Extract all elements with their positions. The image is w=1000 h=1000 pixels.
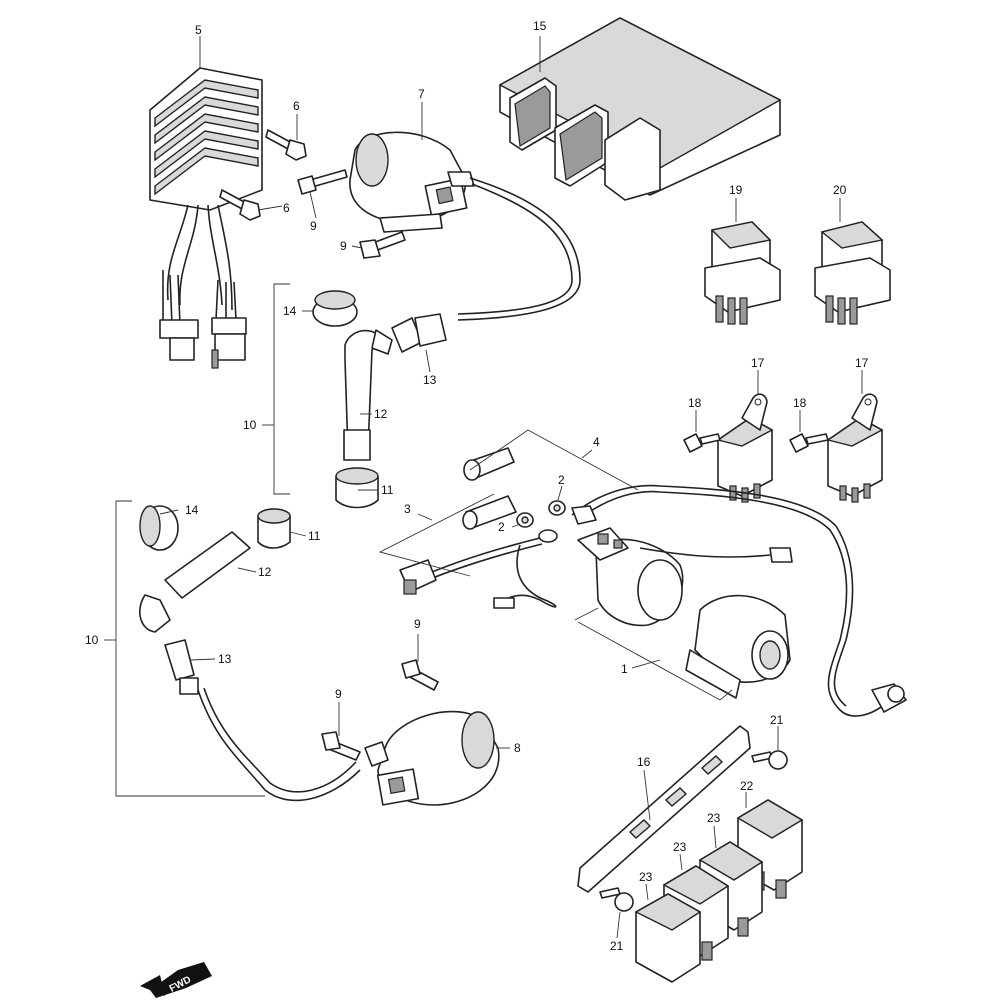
callout-12-upper: 12 [374,407,388,421]
bolt-9-upper-a [297,169,348,195]
starter-cable [571,484,907,717]
group-bracket-1 [574,607,733,701]
callout-13-lower: 13 [218,652,232,666]
plug-cap-ring-11-lower [257,508,291,549]
callout-10-upper: 10 [243,418,257,432]
callout-20: 20 [833,183,847,197]
group-bracket-10-upper [262,283,290,495]
callout-14-lower: 14 [185,503,199,517]
callout-21-lower: 21 [610,939,624,953]
callout-7: 7 [418,87,425,101]
callout-6-upper: 6 [293,99,300,113]
fwd-arrow-icon: FWD [140,962,212,998]
relay-20 [814,221,891,325]
nut-2-right [548,500,566,516]
plug-boot-13-lower [164,639,361,802]
ignition-coil-8 [364,710,500,806]
relay-17-left [716,393,774,503]
callout-3: 3 [404,502,411,516]
callout-10-lower: 10 [85,633,99,647]
callout-11-lower: 11 [308,529,321,543]
ecu-module-15 [498,17,782,201]
callout-2-right: 2 [558,473,565,487]
bolt-9-lower-b [321,731,361,761]
nut-2-left [516,512,534,528]
screw-21-upper [751,750,788,770]
callout-2-left: 2 [498,520,505,534]
starter-relay-cover [685,594,791,699]
callout-17-right: 17 [855,356,869,370]
relay-bracket-16 [577,725,751,893]
spark-plug-cap-12-upper [343,329,393,461]
bolt-9-upper-b [359,231,406,259]
bolt-9-lower-a [401,659,439,691]
plug-cap-ring-11-upper [335,467,379,509]
callout-5: 5 [195,23,202,37]
relay-23-a [634,893,702,983]
bolt-6-lower [219,189,261,221]
callout-6-lower: 6 [283,201,290,215]
callout-23-a: 23 [639,870,653,884]
screw-21-lower [599,887,634,912]
callout-12-lower: 12 [258,565,272,579]
regulator-rectifier-part [149,67,263,369]
spark-plug-cap-12-lower [139,531,251,633]
plug-cap-seal-14-upper [312,290,358,327]
ground-cable [399,529,558,609]
callout-1: 1 [621,662,628,676]
callout-22: 22 [740,779,754,793]
callout-13-upper: 13 [423,373,437,387]
callout-9-upper-a: 9 [310,219,317,233]
callout-15: 15 [533,19,547,33]
callout-9-lower-a: 9 [414,617,421,631]
callout-14-upper: 14 [283,304,297,318]
callout-18-right: 18 [793,396,807,410]
callout-23-b: 23 [673,840,687,854]
leader-lines [159,36,863,939]
plug-boot-13-upper [391,313,447,353]
terminal-cover-4 [463,447,515,481]
callout-labels: 5 6 6 7 9 9 15 19 20 17 17 18 18 14 13 1… [85,19,869,953]
callout-21-upper: 21 [770,713,784,727]
callout-4: 4 [593,435,600,449]
plug-cap-seal-14-lower [139,505,179,551]
terminal-cover-3 [462,495,517,530]
bolt-6-upper [265,129,307,161]
callout-18-left: 18 [688,396,702,410]
group-bracket-3 [378,493,495,577]
callout-9-upper-b: 9 [340,239,347,253]
group-bracket-4 [469,429,639,491]
callout-8: 8 [514,741,521,755]
callout-16: 16 [637,755,651,769]
callout-19: 19 [729,183,743,197]
relay-17-right [826,393,884,503]
callout-11-upper: 11 [381,483,394,497]
ignition-coil-7 [349,131,581,321]
bolt-18-left [683,433,721,453]
starter-relay-1 [577,527,793,627]
callout-9-lower-b: 9 [335,687,342,701]
callout-23-c: 23 [707,811,721,825]
relay-19 [704,221,781,325]
group-bracket-10-lower [104,500,265,797]
callout-17-left: 17 [751,356,765,370]
bolt-18-right [789,433,829,453]
